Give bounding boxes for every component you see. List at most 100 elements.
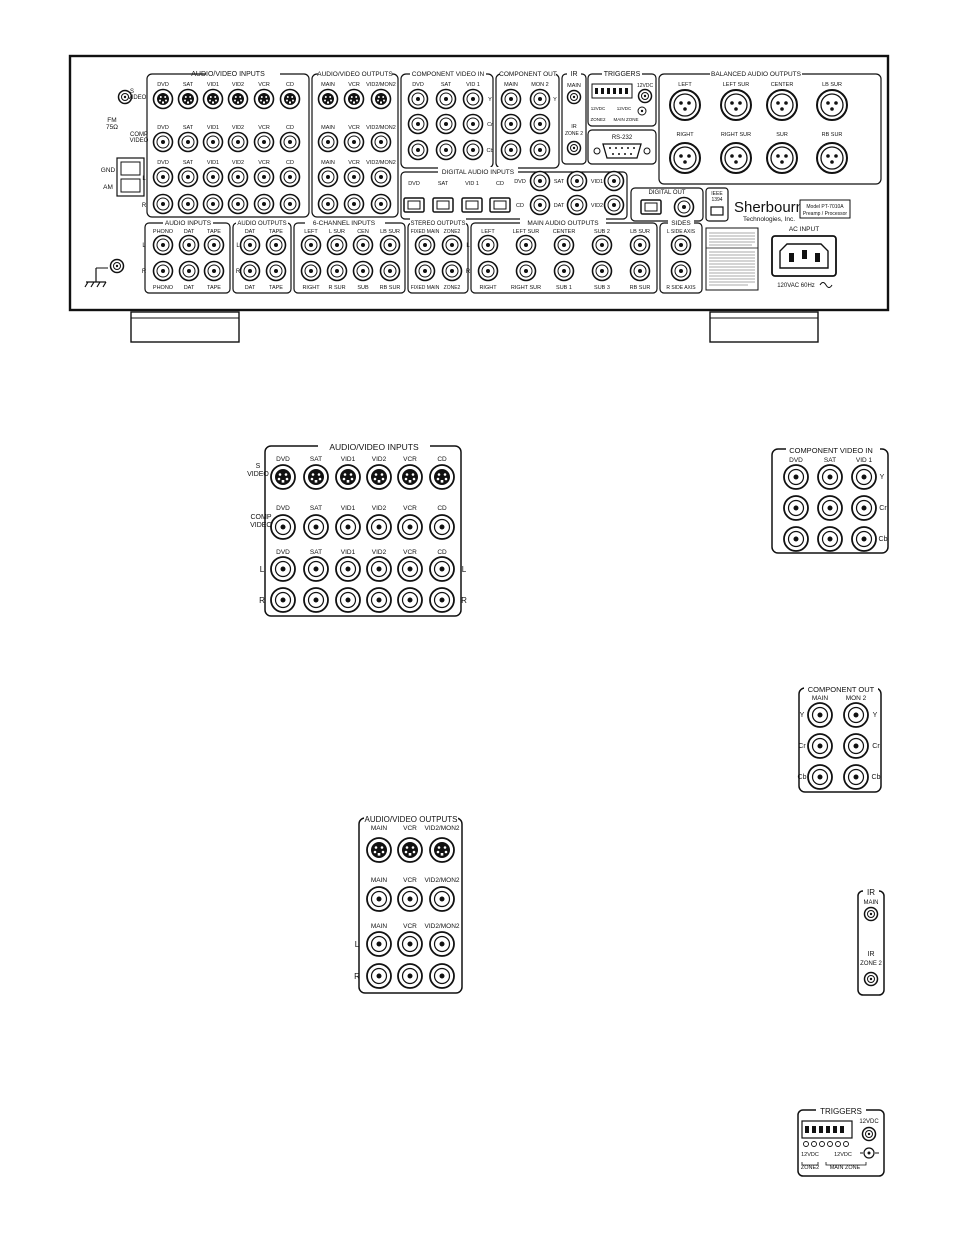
col-label: SUB (357, 285, 369, 291)
col-label: VCR (348, 82, 360, 88)
detail-ir: IR MAIN IR ZONE 2 (857, 885, 885, 996)
col-label: MON 2 (846, 695, 867, 702)
col-label: VID1 (207, 160, 219, 166)
col-label: VID2/MON2 (366, 125, 396, 131)
col-label: DVD (157, 160, 169, 166)
ac-rating: 120VAC 60Hz (777, 283, 815, 289)
col-label: RB SUR (380, 285, 401, 291)
detail-av-inputs-title: AUDIO/VIDEO INPUTS (329, 442, 419, 452)
col-label: VID1 (207, 125, 219, 131)
col-label: MAIN (812, 695, 829, 702)
row-label: DVD (514, 179, 526, 185)
brand-sub: Technologies, Inc. (743, 216, 795, 223)
col-label: DAT (245, 229, 256, 235)
model-sub: Preamp / Processor (803, 211, 848, 217)
ir-zone2-label: IR (868, 951, 875, 958)
detail-comp-out-title: COMPONENT OUT (808, 685, 875, 694)
col-label: VID1 (207, 82, 219, 88)
digital-out-coax (673, 196, 695, 218)
panel-foot-right (709, 311, 819, 343)
col-label: LEFT SUR (513, 229, 540, 235)
col-label: VID2/MON2 (366, 82, 396, 88)
col-label: LEFT (304, 229, 318, 235)
rear-panel: FM 75Ω GND AM S VIDEO COMP VIDEO AUDIO/V… (68, 54, 890, 343)
col-label: SAT (183, 160, 194, 166)
panel-foot-left (130, 311, 240, 343)
trig-12vdc-label: 12VDC (859, 1119, 879, 1125)
detail-av-inputs: AUDIO/VIDEO INPUTS S VIDEO COMP VIDEO DV… (247, 440, 467, 617)
sides-left-jack (670, 234, 692, 256)
col-label: SAT (310, 456, 322, 463)
trig-mainzone-label: MAIN ZONE (613, 117, 638, 122)
trig-12vdc-label: 12VDC (617, 106, 632, 111)
audio-outputs-title: AUDIO OUTPUTS (237, 221, 286, 227)
stereo-out-title: STEREO OUTPUTS (410, 221, 465, 227)
col-label: DVD (157, 82, 169, 88)
col-label: TAPE (269, 285, 283, 291)
l-label: L (142, 176, 146, 182)
sides-bottom-label: R SIDE AXIS (666, 285, 696, 291)
col-label: VCR (403, 456, 417, 463)
col-label: DVD (276, 456, 290, 463)
comp-video-label-2: VIDEO (250, 522, 272, 529)
ir-zone2-jack (566, 140, 582, 156)
main-audio-out-title: MAIN AUDIO OUTPUTS (527, 220, 599, 227)
ir-main-label: MAIN (567, 83, 581, 89)
r-label: R (466, 269, 471, 275)
s-video-label-2: VIDEO (128, 95, 147, 101)
col-label: VCR (403, 825, 417, 832)
col-label: VCR (258, 82, 270, 88)
ir-zone2-label: ZONE 2 (565, 131, 583, 137)
detail-comp-in: COMPONENT VIDEO IN DVD SAT VID 1 Y Cr Cb (771, 443, 889, 554)
col-label: MAIN (321, 160, 335, 166)
cb-label: Cb (798, 774, 807, 781)
l-label: L (236, 243, 240, 249)
l-label: L (142, 243, 146, 249)
col-label: SAT (183, 82, 194, 88)
col-label: VID1 (341, 505, 356, 512)
digital-out-optical (640, 199, 662, 215)
sides-right-jack (670, 260, 692, 282)
digital-in-title: DIGITAL AUDIO INPUTS (442, 169, 515, 176)
detail-triggers-title: TRIGGERS (820, 1107, 862, 1116)
s-video-label-1: S (130, 89, 134, 95)
gnd-label: GND (101, 167, 116, 174)
s-video-label-2: VIDEO (247, 471, 269, 478)
cr-label: Cr (487, 122, 493, 128)
ground-post (109, 258, 125, 274)
sides-title: SIDES (671, 220, 691, 227)
cr-label: Cr (798, 743, 806, 750)
s-video-label-1: S (256, 463, 261, 470)
digital-out-title: DIGITAL OUT (648, 190, 685, 196)
detail-comp-in-title: COMPONENT VIDEO IN (789, 446, 873, 455)
ir-zone2-label: ZONE 2 (860, 961, 882, 967)
col-label: ZONE2 (444, 229, 461, 235)
trig-mainzone-label: MAIN ZONE (830, 1165, 861, 1171)
trig-12vdc-label: 12VDC (637, 83, 654, 89)
ir-title: IR (571, 71, 578, 78)
col-label: VID2 (372, 456, 387, 463)
av-outputs-title: AUDIO/VIDEO OUTPUTS (317, 71, 393, 78)
col-label: MAIN (371, 877, 388, 884)
col-label: MAIN (504, 82, 518, 88)
col-label: CD (437, 549, 447, 556)
r-label: R (354, 972, 360, 981)
col-label: DVD (408, 181, 420, 187)
col-label: VCR (348, 160, 360, 166)
comp-out-jacks: MAIN MON 2 Y (500, 82, 557, 161)
fm-ohm-label: 75Ω (106, 124, 118, 131)
col-label: DVD (276, 549, 290, 556)
col-label: MON 2 (531, 82, 548, 88)
col-label: LB SUR (380, 229, 400, 235)
y-label: Y (800, 712, 805, 719)
col-label: VCR (258, 160, 270, 166)
col-label: VID2 (232, 160, 244, 166)
col-label: MAIN (371, 923, 388, 930)
av-inputs-title: AUDIO/VIDEO INPUTS (191, 71, 265, 78)
brand-name: Sherbourn (734, 199, 804, 216)
col-label: CD (437, 505, 447, 512)
